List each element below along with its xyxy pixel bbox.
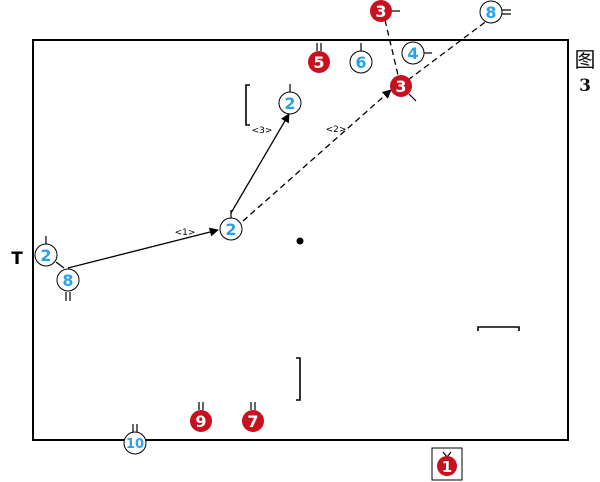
player-number: 7: [247, 412, 258, 431]
arrow-label-3: <3>: [252, 126, 273, 136]
player-number: 8: [485, 3, 496, 22]
player-number: 2: [225, 220, 236, 239]
player-number: 9: [195, 412, 206, 431]
player-blue-8-top[interactable]: 8: [479, 0, 511, 24]
player-number: 8: [62, 271, 73, 290]
player-blue-4[interactable]: 4: [401, 41, 432, 65]
player-number: 2: [40, 246, 51, 265]
connector-b2-b8: [55, 261, 65, 269]
court-boundary: [32, 39, 569, 441]
player-blue-10[interactable]: 10: [123, 424, 147, 455]
player-number: 2: [284, 94, 295, 113]
bracket-right: [477, 326, 520, 331]
player-blue-2-upper[interactable]: 2: [278, 84, 302, 115]
player-number: 4: [407, 44, 418, 63]
player-blue-8-left[interactable]: 8: [56, 268, 80, 301]
player-red-3[interactable]: 3: [390, 75, 417, 102]
center-dot: [296, 237, 304, 245]
player-red-7[interactable]: 7: [242, 402, 264, 432]
dashed-line-top: [407, 19, 489, 81]
player-red-1-goalkeeper[interactable]: 1: [431, 447, 463, 481]
player-blue-2-center[interactable]: 2: [219, 210, 243, 241]
dashed-line-2: [242, 89, 392, 222]
pass-line-1: [67, 227, 219, 269]
player-number: 5: [313, 53, 324, 72]
player-number: 1: [442, 458, 452, 476]
arrow-label-1: <1>: [175, 228, 196, 238]
bracket-middle: [296, 357, 301, 401]
pass-line-3: [230, 113, 290, 214]
dashed-line-red3: [384, 19, 399, 76]
player-red-9[interactable]: 9: [190, 402, 212, 432]
player-red-3-top[interactable]: 3: [370, 0, 400, 22]
player-number: 10: [126, 437, 144, 452]
player-red-5[interactable]: 5: [308, 43, 330, 73]
player-number: 3: [395, 77, 406, 96]
bracket-top-left: [245, 84, 250, 126]
figure-label-number: 3: [579, 76, 591, 96]
player-number: 3: [375, 2, 386, 21]
t-marker: T: [11, 249, 23, 269]
player-blue-6[interactable]: 6: [349, 43, 373, 74]
figure-label-char: 图: [574, 48, 596, 72]
player-blue-2-left[interactable]: 2: [34, 236, 58, 267]
player-number: 6: [355, 53, 366, 72]
arrow-label-2: <2>: [326, 125, 347, 135]
